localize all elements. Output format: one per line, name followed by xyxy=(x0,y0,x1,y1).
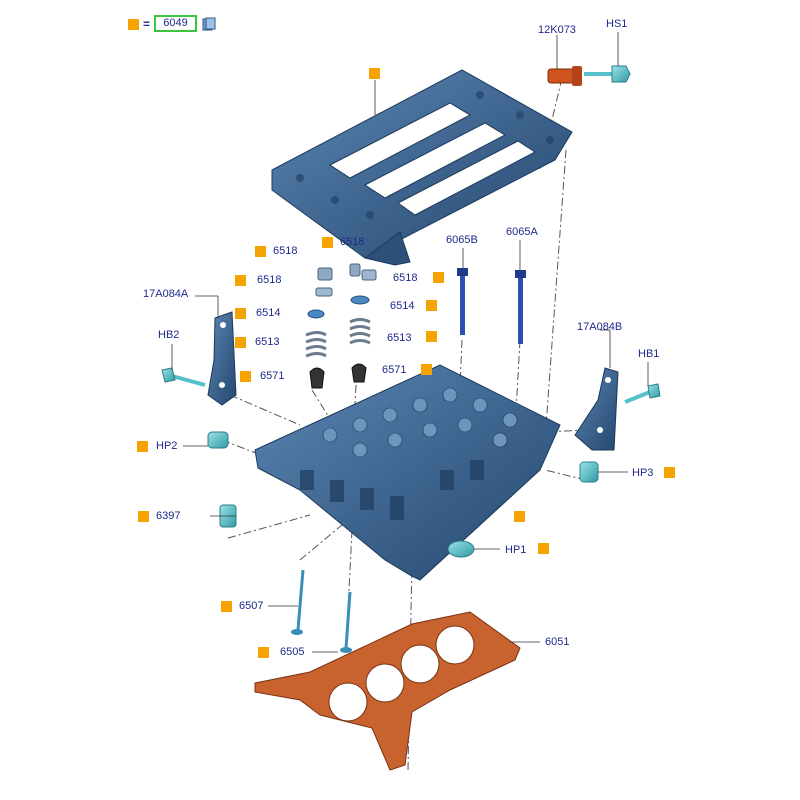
bracket-17a084b xyxy=(574,367,619,451)
bolt-hb2 xyxy=(161,367,206,387)
label-6065b: 6065B xyxy=(446,234,478,246)
label-hp3: HP3 xyxy=(632,467,654,479)
label-6065a: 6065A xyxy=(506,226,538,238)
marker-6518-b[interactable] xyxy=(235,275,246,286)
label-12k073: 12K073 xyxy=(538,24,576,36)
marker-hp3[interactable] xyxy=(664,467,675,478)
book-icon[interactable] xyxy=(202,17,216,31)
marker-6518-top[interactable] xyxy=(322,237,333,248)
label-hp1: HP1 xyxy=(505,544,527,556)
marker-6518-a[interactable] xyxy=(255,246,266,257)
label-6571-b: 6571 xyxy=(382,364,407,376)
head-bolt-6065b xyxy=(457,268,468,335)
bolt-hs1 xyxy=(584,65,631,83)
label-leaders xyxy=(171,32,649,653)
marker-hp2[interactable] xyxy=(137,441,148,452)
label-6518-top: 6518 xyxy=(340,236,365,248)
bracket-17a084a xyxy=(207,311,237,406)
label-17a084b: 17A084B xyxy=(577,321,623,333)
label-6518-b: 6518 xyxy=(257,274,282,286)
bolt-hb1 xyxy=(624,383,661,404)
label-6513-a: 6513 xyxy=(255,336,280,348)
marker-6397[interactable] xyxy=(138,511,149,522)
cylinder-head xyxy=(254,364,561,581)
label-6507: 6507 xyxy=(239,600,264,612)
part-ref-link[interactable]: 6049 xyxy=(154,15,197,32)
marker-6513-b[interactable] xyxy=(426,331,437,342)
camshaft-sensor xyxy=(547,66,582,86)
marker-6571-b[interactable] xyxy=(421,364,432,375)
marker-6518-c[interactable] xyxy=(433,272,444,283)
valve-stack-right xyxy=(349,263,377,383)
plug-hp2 xyxy=(207,431,229,449)
marker-6571-a[interactable] xyxy=(240,371,251,382)
marker-block[interactable] xyxy=(514,511,525,522)
label-hb1: HB1 xyxy=(638,348,660,360)
marker-hp1[interactable] xyxy=(538,543,549,554)
label-6397: 6397 xyxy=(156,510,181,522)
valve-6507 xyxy=(291,569,305,635)
marker-carrier[interactable] xyxy=(369,68,380,79)
label-6505: 6505 xyxy=(280,646,305,658)
label-6514-b: 6514 xyxy=(390,300,415,312)
head-gasket xyxy=(254,611,521,771)
camshaft-carrier xyxy=(271,69,573,266)
label-6571-a: 6571 xyxy=(260,370,285,382)
valve-stack-left xyxy=(305,267,333,389)
marker-6514-a[interactable] xyxy=(235,308,246,319)
plug-hp1 xyxy=(447,540,475,558)
legend-equals: = xyxy=(143,17,151,31)
plug-hp3 xyxy=(579,461,599,483)
marker-6505[interactable] xyxy=(258,647,269,658)
marker-6514-b[interactable] xyxy=(426,300,437,311)
label-6051: 6051 xyxy=(545,636,570,648)
marker-6507[interactable] xyxy=(221,601,232,612)
marker-6513-a[interactable] xyxy=(235,337,246,348)
label-hp2: HP2 xyxy=(156,440,178,452)
legend-marker xyxy=(128,19,139,30)
valve-6505 xyxy=(340,591,352,653)
label-hs1: HS1 xyxy=(606,18,628,30)
label-6514-a: 6514 xyxy=(256,307,281,319)
label-6513-b: 6513 xyxy=(387,332,412,344)
label-6518-c: 6518 xyxy=(393,272,418,284)
label-6518-a: 6518 xyxy=(273,245,298,257)
label-hb2: HB2 xyxy=(158,329,180,341)
label-17a084a: 17A084A xyxy=(143,288,189,300)
head-bolt-6065a xyxy=(515,270,526,344)
